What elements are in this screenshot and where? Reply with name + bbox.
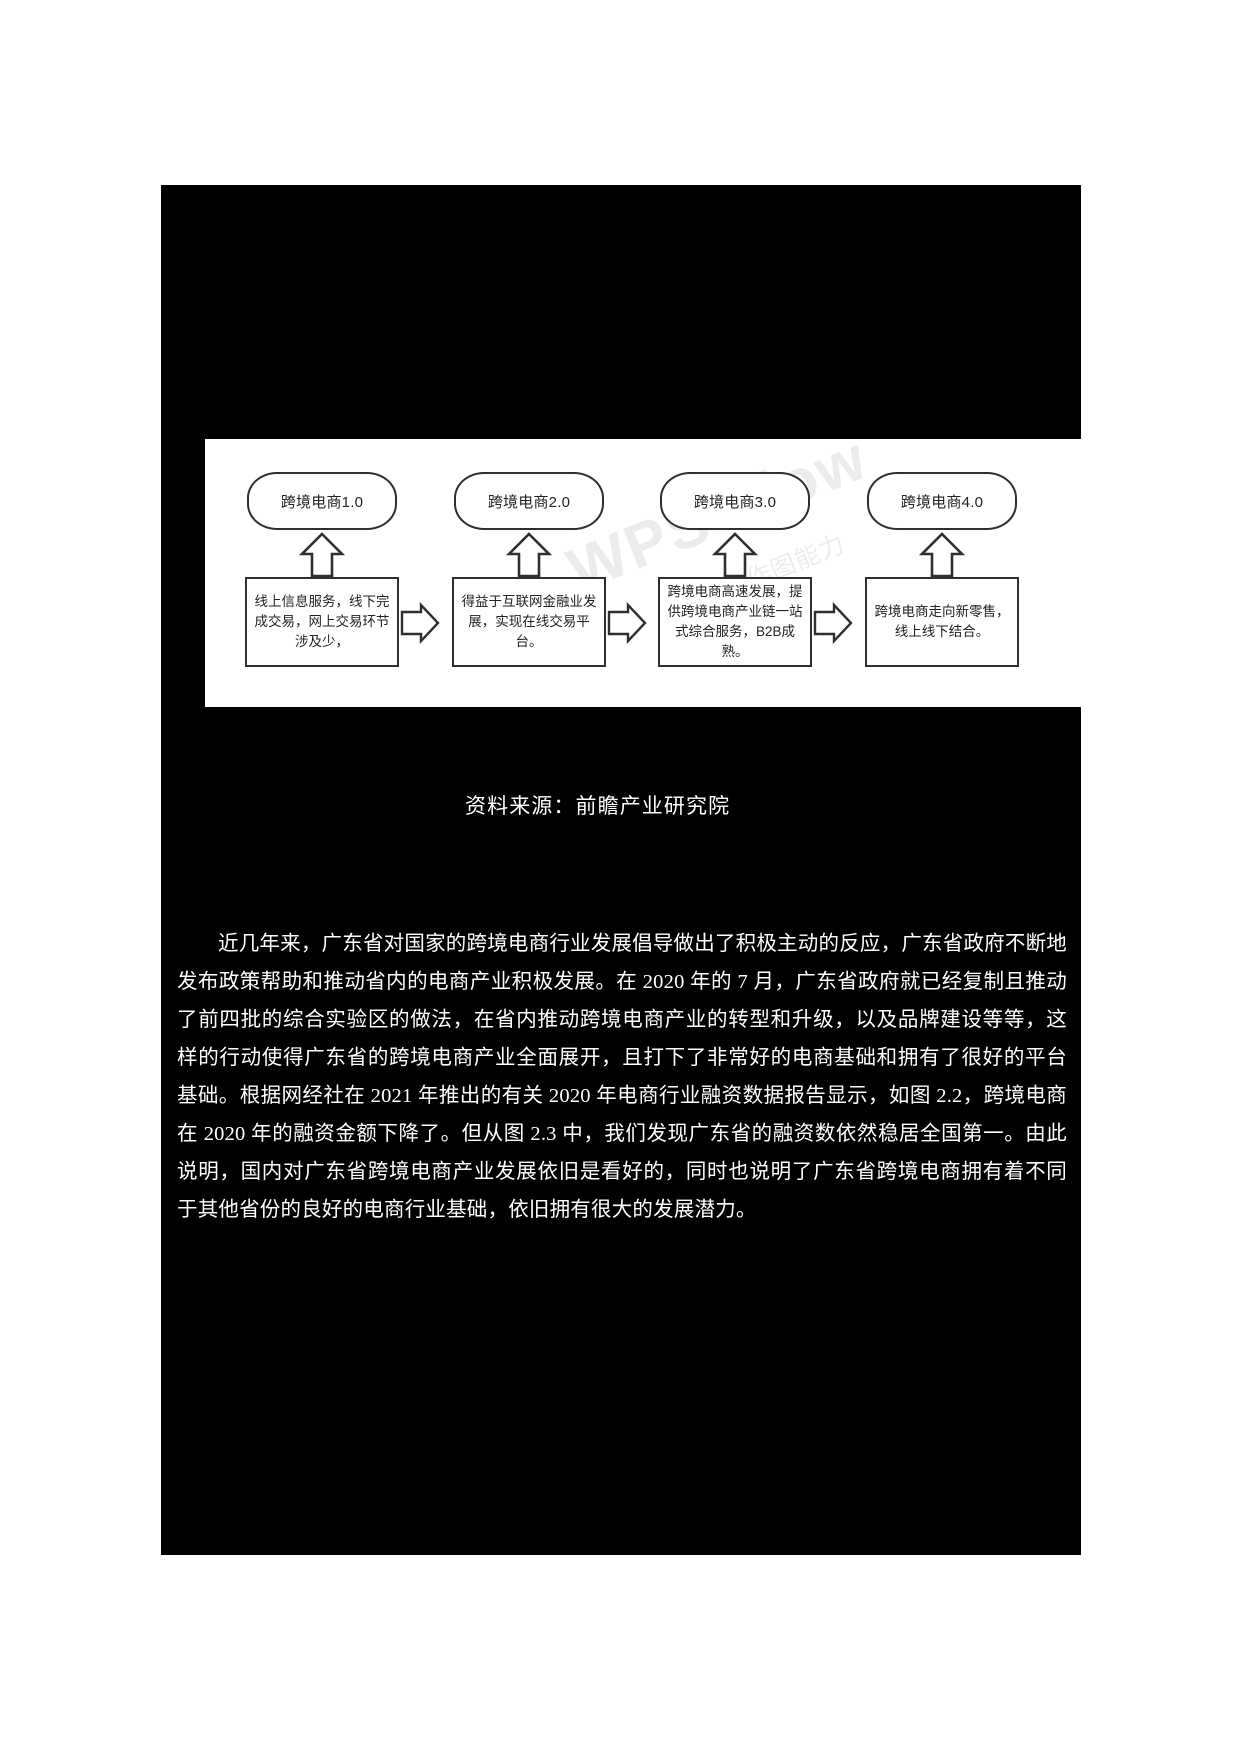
stage-4-title: 跨境电商4.0 (900, 493, 984, 511)
stage-3-box: 跨境电商高速发展，提供跨境电商产业链一站式综合服务，B2B成熟。 (658, 577, 812, 667)
stage-2-pill: 跨境电商2.0 (454, 472, 604, 530)
stage-4-box: 跨境电商走向新零售，线上线下结合。 (865, 577, 1019, 667)
stage-2-title: 跨境电商2.0 (487, 493, 571, 511)
stage-2-box: 得益于互联网金融业发展，实现在线交易平台。 (452, 577, 606, 667)
stage-1-description: 线上信息服务，线下完成交易，网上交易环节涉及少， (254, 594, 390, 649)
stage-3-title: 跨境电商3.0 (693, 493, 777, 511)
stage-3-description: 跨境电商高速发展，提供跨境电商产业链一站式综合服务，B2B成熟。 (667, 584, 803, 659)
up-arrow-icon-1 (299, 532, 345, 578)
up-arrow-icon-3 (712, 532, 758, 578)
stage-1-pill: 跨境电商1.0 (247, 472, 397, 530)
redacted-content-area (161, 185, 1081, 1555)
up-arrow-icon-2 (506, 532, 552, 578)
body-paragraph: 近几年来，广东省对国家的跨境电商行业发展倡导做出了积极主动的反应，广东省政府不断… (177, 933, 1067, 1221)
right-arrow-icon-2 (607, 602, 647, 644)
body-paragraph-block: 近几年来，广东省对国家的跨境电商行业发展倡导做出了积极主动的反应，广东省政府不断… (177, 925, 1067, 1229)
stage-4-description: 跨境电商走向新零售，线上线下结合。 (874, 604, 1010, 639)
stage-4-pill: 跨境电商4.0 (867, 472, 1017, 530)
right-arrow-icon-3 (813, 602, 853, 644)
figure-source-caption: 资料来源：前瞻产业研究院 (465, 794, 731, 818)
stage-3-pill: 跨境电商3.0 (660, 472, 810, 530)
stage-1-box: 线上信息服务，线下完成交易，网上交易环节涉及少， (245, 577, 399, 667)
stage-1-title: 跨境电商1.0 (280, 493, 364, 511)
cross-border-ecommerce-evolution-figure: WPS Flow 可提供作图能力 跨境电商1.0 线上信息服务，线下完成交易，网… (205, 439, 1085, 707)
up-arrow-icon-4 (919, 532, 965, 578)
right-arrow-icon-1 (400, 602, 440, 644)
stage-2-description: 得益于互联网金融业发展，实现在线交易平台。 (461, 594, 597, 649)
